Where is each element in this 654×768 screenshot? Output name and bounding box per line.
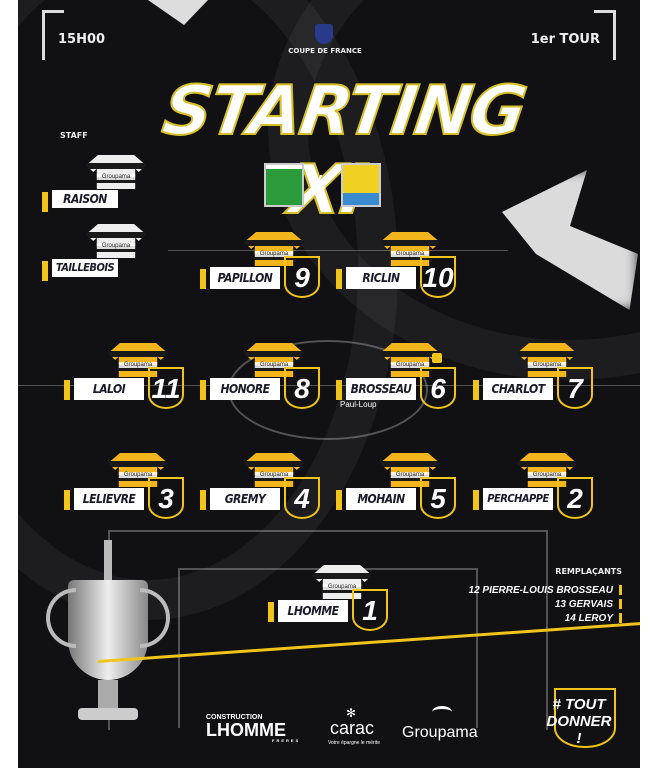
player-number: 2 <box>557 477 593 519</box>
accent-bar <box>200 380 206 400</box>
accent-bar <box>42 192 48 212</box>
player-number: 6 <box>420 367 456 409</box>
sponsor-lhomme-logo: LHOMME <box>206 720 286 740</box>
staff-name: TAILLEBOIS <box>52 259 118 277</box>
accent-bar <box>64 380 70 400</box>
jersey-icon: Groupama <box>86 224 146 258</box>
accent-bar <box>64 490 70 510</box>
accent-bar <box>336 269 342 289</box>
round-label: 1er TOUR <box>530 32 600 47</box>
home-club-crest-icon <box>264 163 304 207</box>
accent-bar <box>473 490 479 510</box>
away-club-crest-icon <box>341 163 381 207</box>
staff-label: STAFF <box>60 131 88 140</box>
player-name: PERCHAPPE <box>483 488 553 510</box>
jersey-icon: Groupama <box>86 155 146 189</box>
player-number: 11 <box>148 367 184 409</box>
player-name: LHOMME <box>278 600 348 622</box>
player-name: HONORE <box>210 378 280 400</box>
accent-bar <box>200 490 206 510</box>
pitch-line <box>168 250 508 251</box>
carac-flower-icon: ✻ <box>346 706 357 720</box>
player-number: 4 <box>284 477 320 519</box>
accent-bar <box>268 602 274 622</box>
staff-card: Groupama RAISON <box>42 155 182 245</box>
groupama-logo-icon <box>432 706 452 718</box>
competition-name: COUPE DE FRANCE <box>288 47 362 55</box>
player-name: LALOI <box>74 378 144 400</box>
player-name: GREMY <box>210 488 280 510</box>
slogan-text: # TOUT DONNER ! <box>546 696 612 747</box>
sponsor-carac-logo: carac <box>330 718 375 738</box>
accent-bar <box>336 380 342 400</box>
player-number: 9 <box>284 256 320 298</box>
player-number: 3 <box>148 477 184 519</box>
frame-corner <box>594 10 616 60</box>
sponsor-construction-sub: FRERES <box>272 738 301 743</box>
player-name: BROSSEAU <box>346 378 416 400</box>
trophy-image <box>32 540 182 755</box>
captain-badge-icon <box>432 353 442 363</box>
accent-bar <box>473 380 479 400</box>
player-name: MOHAIN <box>346 488 416 510</box>
player-number: 1 <box>352 589 388 631</box>
player-name: PAPILLON <box>210 267 280 289</box>
slogan-shield <box>554 688 616 748</box>
sponsor-groupama-logo: Groupama <box>402 724 478 741</box>
substitute-item: 13 GERVAIS <box>555 599 622 610</box>
substitute-item: 12 PIERRE-LOUIS BROSSEAU <box>469 585 622 596</box>
player-number: 5 <box>420 477 456 519</box>
page-title: STARTING XI <box>157 71 531 231</box>
fff-logo-icon <box>315 24 333 44</box>
accent-bar <box>42 261 48 281</box>
player-number: 7 <box>557 367 593 409</box>
staff-name: RAISON <box>52 190 118 208</box>
sponsor-construction-top: CONSTRUCTION <box>206 714 263 721</box>
lightning-icon: ϟ <box>317 172 328 194</box>
player-name: LELIEVRE <box>74 488 144 510</box>
frame-corner <box>42 10 64 60</box>
substitutes-label: REMPLAÇANTS <box>555 567 622 576</box>
player-name: RICLIN <box>346 267 416 289</box>
poster: 15H00 1er TOUR COUPE DE FRANCE STARTING … <box>18 0 640 768</box>
accent-bar <box>200 269 206 289</box>
kickoff-time: 15H00 <box>58 32 106 47</box>
sponsor-carac-tagline: Votre épargne le mérite <box>328 740 380 746</box>
accent-bar <box>336 490 342 510</box>
player-number: 8 <box>284 367 320 409</box>
staff-card: Groupama TAILLEBOIS <box>42 224 182 314</box>
player-first-name: Paul-Loup <box>340 400 377 409</box>
player-number: 10 <box>420 256 456 298</box>
player-name: CHARLOT <box>483 378 553 400</box>
substitute-item: 14 LEROY <box>565 613 622 624</box>
